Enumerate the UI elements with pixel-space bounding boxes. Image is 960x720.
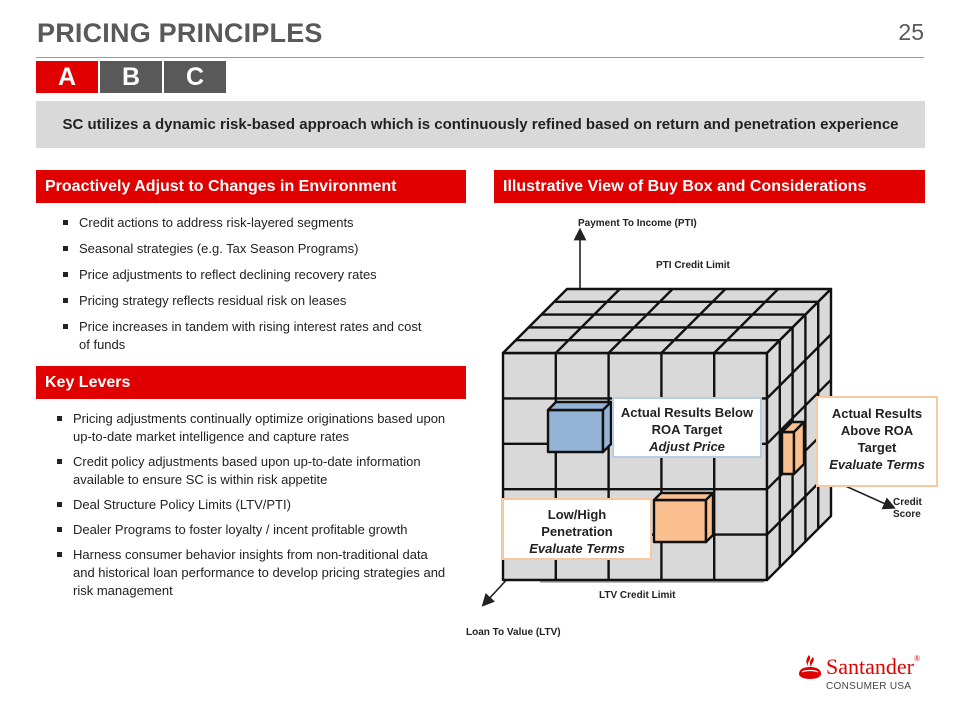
orange-block-front-front (652, 498, 708, 544)
summary-banner: SC utilizes a dynamic risk-based approac… (36, 101, 925, 148)
santander-flame-icon (799, 655, 821, 679)
logo-name: Santander (826, 654, 914, 679)
page-title: PRICING PRINCIPLES (37, 18, 323, 48)
logo-registered-mark: ® (913, 654, 921, 663)
cube-grid-line (766, 333, 832, 400)
callout-penetration-line2: Penetration (541, 524, 613, 539)
list-item: Pricing adjustments continually optimize… (56, 410, 451, 446)
orange-block-front-top (652, 491, 715, 502)
list-item: Price adjustments to reflect declining r… (62, 266, 422, 284)
list-item: Price increases in tandem with rising in… (62, 318, 422, 354)
tab-b[interactable]: B (100, 61, 162, 93)
callout-above-line2: Above ROA (840, 423, 914, 438)
ltv-limit-label: LTV Credit Limit (599, 590, 676, 601)
buy-box-diagram: Payment To Income (PTI) PTI Credit Limit… (460, 210, 940, 650)
title-divider (36, 57, 924, 58)
page-number: 25 (898, 19, 924, 45)
list-item: Seasonal strategies (e.g. Tax Season Pro… (62, 240, 422, 258)
callout-above-line1: Actual Results (831, 406, 923, 421)
pti-axis-label: Payment To Income (PTI) (578, 218, 697, 229)
blue-block-side (601, 400, 613, 454)
orange-block-front-side (704, 491, 715, 544)
list-item: Dealer Programs to foster loyalty / ince… (56, 521, 451, 539)
cube-grid-line (660, 288, 727, 354)
callout-below-roa: Actual Results Below ROA Target Adjust P… (612, 397, 762, 458)
tab-c[interactable]: C (164, 61, 226, 93)
orange-block-side-side (792, 420, 806, 476)
cube-grid-line (713, 288, 780, 354)
callout-above-roa: Actual Results Above ROA Target Evaluate… (816, 396, 938, 487)
logo-subtitle: CONSUMER USA (826, 681, 912, 692)
callout-above-action: Evaluate Terms (829, 457, 925, 472)
proactive-list: Credit actions to address risk-layered s… (62, 214, 422, 354)
list-item: Credit actions to address risk-layered s… (62, 214, 422, 232)
list-item: Harness consumer behavior insights from … (56, 546, 451, 600)
callout-penetration: Low/High Penetration Evaluate Terms (502, 498, 652, 560)
list-item: Credit policy adjustments based upon up-… (56, 453, 451, 489)
proactive-heading: Proactively Adjust to Changes in Environ… (36, 170, 466, 203)
callout-below-line2: ROA Target (651, 422, 723, 437)
key-levers-list: Pricing adjustments continually optimize… (56, 410, 451, 600)
credit-score-label-line2: Score (893, 509, 921, 520)
list-item: Deal Structure Policy Limits (LTV/PTI) (56, 496, 451, 514)
callout-penetration-line1: Low/High (547, 507, 607, 522)
callout-above-line3: Target (857, 440, 897, 455)
tab-a[interactable]: A (36, 61, 98, 93)
callout-below-action: Adjust Price (649, 439, 725, 454)
pti-limit-label: PTI Credit Limit (656, 260, 730, 271)
orange-block-side-front (780, 430, 796, 476)
callout-below-line1: Actual Results Below (620, 405, 754, 420)
list-item: Pricing strategy reflects residual risk … (62, 292, 422, 310)
credit-score-label-line1: Credit (893, 497, 922, 508)
key-levers-heading: Key Levers (36, 366, 466, 399)
ltv-axis-label: Loan To Value (LTV) (466, 627, 561, 638)
cube-grid-line (607, 288, 674, 354)
section-tabs: A B C (36, 61, 228, 93)
cube-grid-line (766, 378, 832, 445)
blue-block-top (546, 400, 613, 412)
buy-box-heading: Illustrative View of Buy Box and Conside… (494, 170, 925, 203)
blue-block-front (546, 408, 605, 454)
callout-penetration-action: Evaluate Terms (529, 541, 625, 556)
cube-grid-line (554, 288, 621, 354)
